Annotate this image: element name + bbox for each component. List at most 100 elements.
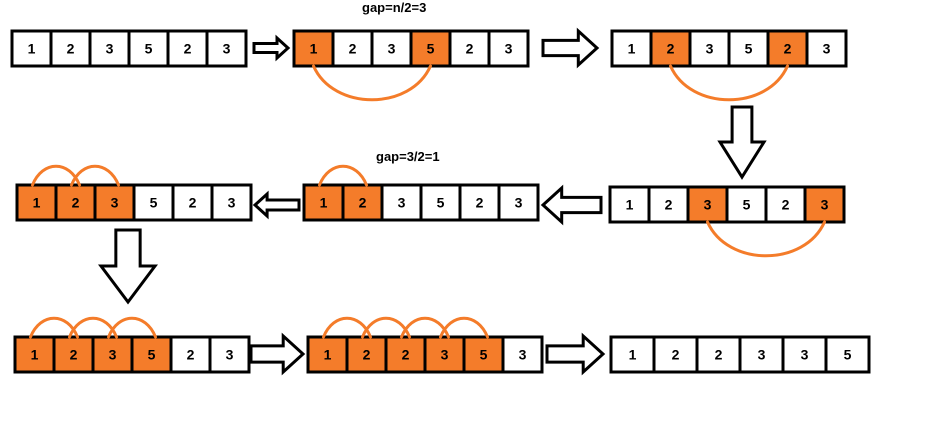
cell-value: 2 [476, 195, 484, 211]
array-cell [497, 183, 540, 222]
cell-value: 5 [745, 41, 753, 57]
compare-arc [318, 164, 368, 187]
cell-value: 3 [398, 195, 406, 211]
array-cell-highlighted [384, 335, 427, 374]
cell-value: 3 [109, 347, 117, 363]
cell-value: 3 [823, 41, 831, 57]
cell-value: 3 [441, 347, 449, 363]
cell-value: 1 [628, 41, 636, 57]
compare-arc [439, 316, 489, 339]
cell-value: 5 [480, 347, 488, 363]
array-cell [727, 29, 770, 68]
cell-value: 5 [743, 197, 751, 213]
array-cell [608, 185, 651, 224]
left-arrow-icon [540, 184, 603, 226]
array-r1-initial: 1 2 3 5 2 3 [10, 29, 248, 68]
compare-arc [706, 220, 826, 258]
cell-value: 2 [782, 197, 790, 213]
compare-arc [70, 164, 120, 187]
cell-value: 3 [223, 41, 231, 57]
cell-value: 2 [667, 41, 675, 57]
array-cell [695, 335, 742, 374]
cell-value: 3 [505, 41, 513, 57]
down-arrow-icon [98, 228, 158, 305]
cell-value: 5 [148, 347, 156, 363]
array-cell [764, 185, 807, 224]
cell-value: 2 [72, 195, 80, 211]
cell-value: 1 [324, 347, 332, 363]
cell-value: 3 [704, 197, 712, 213]
cell-value: 3 [706, 41, 714, 57]
array-cell [609, 335, 656, 374]
cell-value: 3 [388, 41, 396, 57]
cell-value: 3 [106, 41, 114, 57]
array-cell [380, 183, 423, 222]
cell-value: 3 [801, 347, 809, 363]
cell-value: 2 [70, 347, 78, 363]
cell-value: 2 [67, 41, 75, 57]
array-cell [647, 185, 690, 224]
array-cell [10, 29, 53, 68]
array-cell [824, 335, 871, 374]
cell-value: 3 [758, 347, 766, 363]
array-cell-highlighted [462, 335, 505, 374]
array-cell [49, 29, 92, 68]
array-cell-highlighted [13, 335, 56, 374]
cell-value: 2 [363, 347, 371, 363]
array-r1-gap3-pair2: 1 2 3 5 2 3 [610, 29, 848, 68]
array-cell [487, 29, 530, 68]
array-cell-highlighted [52, 335, 95, 374]
array-cell [331, 29, 374, 68]
array-cell [419, 183, 462, 222]
cell-value: 3 [515, 195, 523, 211]
cell-value: 2 [349, 41, 357, 57]
cell-value: 2 [189, 195, 197, 211]
array-cell [501, 335, 544, 374]
array-cell [205, 29, 248, 68]
cell-value: 3 [228, 195, 236, 211]
left-arrow-icon [252, 190, 301, 220]
array-cell-highlighted [130, 335, 173, 374]
array-cell-highlighted [409, 29, 452, 68]
cell-value: 3 [111, 195, 119, 211]
compare-arc [312, 64, 432, 102]
array-cell-highlighted [423, 335, 466, 374]
right-arrow-icon [545, 332, 606, 376]
right-arrow-icon [541, 27, 600, 69]
cell-value: 2 [184, 41, 192, 57]
cell-value: 2 [665, 197, 673, 213]
cell-value: 2 [715, 347, 723, 363]
cell-value: 5 [437, 195, 445, 211]
cell-value: 3 [821, 197, 829, 213]
cell-value: 3 [519, 347, 527, 363]
gap-label-first: gap=n/2=3 [362, 0, 427, 15]
array-cell [132, 183, 175, 222]
array-cell [208, 335, 251, 374]
array-cell [805, 29, 848, 68]
compare-arc [669, 64, 789, 102]
cell-value: 2 [784, 41, 792, 57]
cell-value: 1 [629, 347, 637, 363]
array-cell-highlighted [15, 183, 58, 222]
cell-value: 2 [359, 195, 367, 211]
gap-label-second: gap=3/2=1 [376, 149, 440, 164]
cell-value: 2 [672, 347, 680, 363]
cell-value: 3 [226, 347, 234, 363]
down-arrow-icon [717, 105, 767, 180]
array-cell [210, 183, 253, 222]
cell-value: 1 [31, 347, 39, 363]
right-arrow-icon [249, 332, 306, 376]
cell-value: 5 [427, 41, 435, 57]
cell-value: 2 [466, 41, 474, 57]
cell-value: 1 [28, 41, 36, 57]
cell-value: 5 [145, 41, 153, 57]
cell-value: 1 [33, 195, 41, 211]
